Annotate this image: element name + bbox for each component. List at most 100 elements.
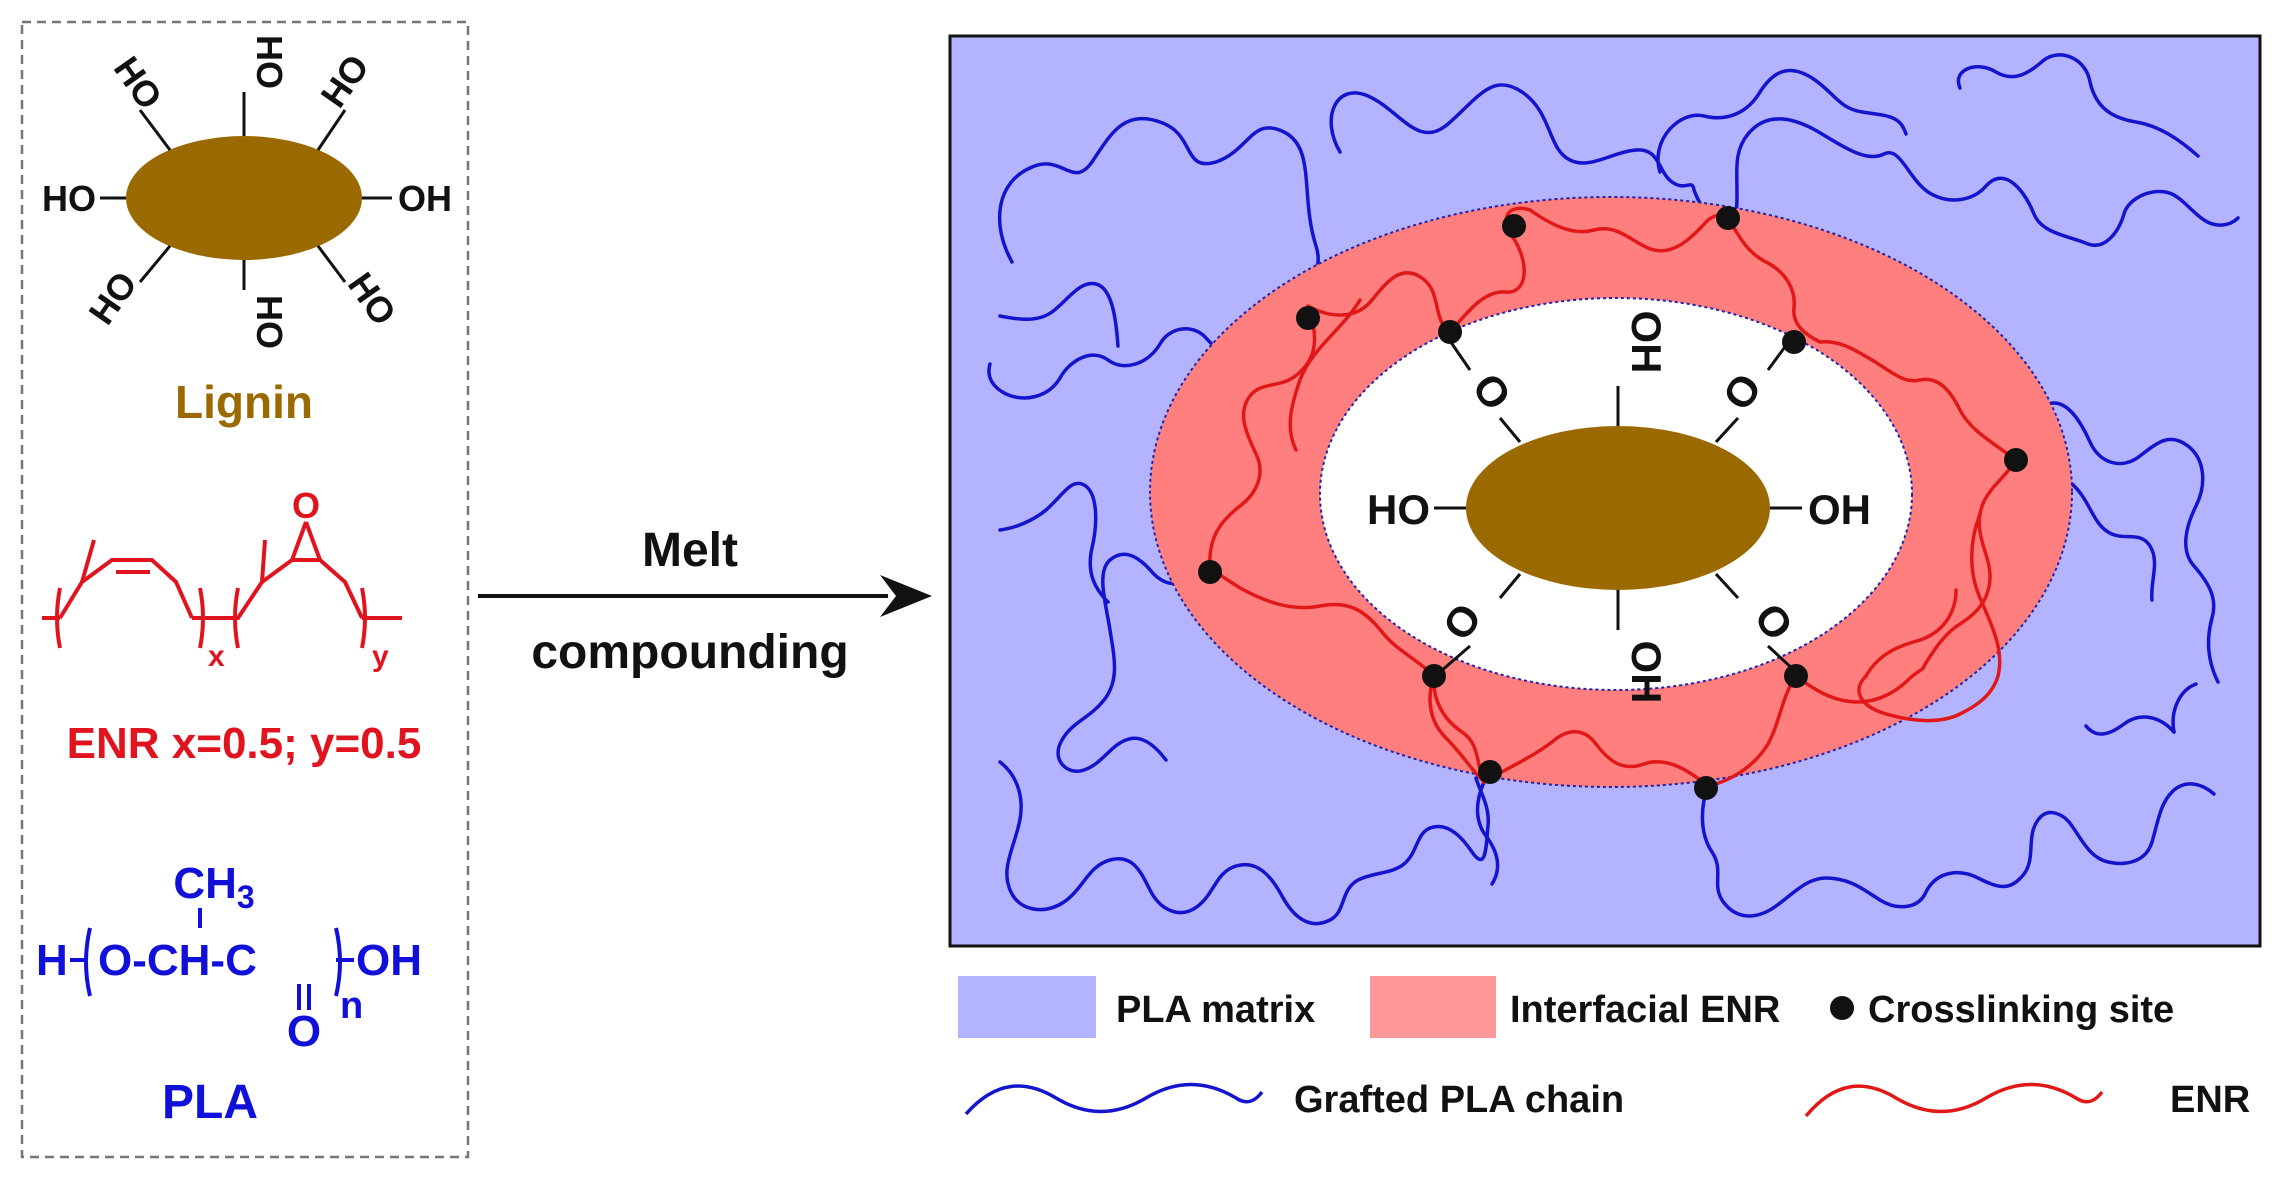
- enr-caption: ENR x=0.5; y=0.5: [67, 719, 422, 768]
- legend-label-grafted-pla-chain: Grafted PLA chain: [1294, 1079, 1624, 1121]
- crosslink-site: [1502, 214, 1526, 238]
- enr-chain-1: [1306, 271, 1452, 334]
- pla-methyl-sub: 3: [237, 879, 255, 915]
- crosslink-site: [1694, 776, 1718, 800]
- enr-chain-10: [1794, 664, 1926, 704]
- crosslink-site: [1782, 330, 1806, 354]
- enr-chain-16: [1864, 588, 1958, 678]
- composite-panel: HO OH OH OH O O O O: [948, 34, 2262, 948]
- pla-backbone: O-CH-C: [98, 936, 257, 985]
- enr-labels: O x y ENR x=0.5; y=0.5: [67, 485, 422, 768]
- bond-top-left: [138, 109, 172, 151]
- enr-chain-4: [1448, 206, 1532, 334]
- bond-bottom-left: [138, 245, 172, 283]
- pla-caption: PLA: [162, 1076, 258, 1129]
- arrow-label-melt: Melt: [642, 524, 738, 577]
- arrow-label-compounding: compounding: [531, 626, 848, 679]
- enr-chain-9: [1857, 512, 2002, 723]
- enr-chain-15: [1428, 674, 1486, 784]
- lignin-ho-bottom-left: HO: [80, 264, 145, 332]
- legend-label-pla-matrix: PLA matrix: [1116, 989, 1315, 1031]
- pla-chain-13: [2008, 401, 2220, 684]
- core-oh-right: OH: [1808, 486, 1871, 533]
- enr-chain-8: [1922, 458, 2018, 668]
- crosslinking-sites: [1198, 206, 2028, 800]
- pla-chain-4: [1734, 117, 2240, 247]
- enr-chain-3: [1288, 298, 1362, 452]
- lignin-title: Lignin: [175, 376, 313, 428]
- lignin-structure: HO OH HO HO HO HO HO HO Lignin: [42, 35, 452, 428]
- enr-chain-6: [1726, 216, 1822, 344]
- pla-chain-5: [1956, 53, 2200, 158]
- legend-label-interfacial-enr: Interfacial ENR: [1510, 989, 1780, 1031]
- enr-chains: [1208, 206, 2018, 788]
- core-lignin-ellipse: [1466, 426, 1770, 590]
- crosslink-site: [1478, 760, 1502, 784]
- legend-swatch-pla-matrix: [958, 976, 1096, 1038]
- lignin-ho-top-right: HO: [312, 47, 377, 115]
- enr-structure: [42, 521, 402, 649]
- crosslink-site: [2004, 448, 2028, 472]
- process-arrow: Melt compounding: [478, 524, 932, 679]
- bond-top-right: [316, 109, 347, 151]
- crosslink-site: [1198, 560, 1222, 584]
- crosslink-site: [1422, 664, 1446, 688]
- pla-bracket-left: [84, 927, 92, 997]
- enr-epoxide-o: O: [292, 485, 320, 526]
- enr-sub-y: y: [372, 640, 389, 673]
- pla-carbonyl-o: O: [287, 1007, 321, 1056]
- crosslink-site: [1438, 320, 1462, 344]
- crosslink-site: [1296, 306, 1320, 330]
- enr-chain-7: [1818, 339, 2018, 462]
- lignin-ho-top-left: HO: [106, 49, 171, 117]
- legend: PLA matrix Interfacial ENR Crosslinking …: [958, 976, 2250, 1121]
- core-bond-br: [1714, 572, 1740, 600]
- core-bond-bl: [1498, 573, 1522, 599]
- pla-chain-12: [1700, 782, 2216, 918]
- pla-chain-2: [1329, 83, 1726, 220]
- crosslink-site: [1784, 664, 1808, 688]
- lignin-ellipse: [126, 136, 362, 260]
- pla-sub-n: n: [340, 985, 363, 1027]
- pla-methyl: CH3: [173, 859, 254, 915]
- enr-chain-5: [1528, 208, 1730, 253]
- enr-chain-11: [1706, 674, 1798, 788]
- lignin-ho-bottom-right: HO: [340, 265, 405, 333]
- enr-chain-13: [1432, 674, 1486, 784]
- left-panel: HO OH HO HO HO HO HO HO Lignin: [20, 20, 470, 1159]
- pla-chain-7: [998, 281, 1120, 348]
- arrow-head: [880, 575, 932, 617]
- lignin-ho-bottom: HO: [249, 295, 290, 349]
- core-bond-tr: [1714, 416, 1740, 444]
- crosslink-site: [1716, 206, 1740, 230]
- pla-h: H: [36, 936, 68, 985]
- pla-oh: OH: [356, 936, 422, 985]
- core-oh-bottom: OH: [1623, 641, 1670, 704]
- legend-label-crosslinking-site: Crosslinking site: [1868, 989, 2174, 1031]
- pla-chain-11: [1475, 780, 1500, 886]
- pla-structure: CH3 H O-CH-C OH O n PLA: [36, 859, 422, 1129]
- pla-chain-9: [998, 481, 1110, 604]
- pla-chain-16: [2084, 715, 2176, 736]
- legend-swatch-enr: [1804, 1082, 2104, 1118]
- legend-swatch-grafted-pla-chain: [964, 1082, 1264, 1116]
- pla-chain-1: [997, 116, 1320, 308]
- pla-chain-8: [1056, 552, 1212, 773]
- core-bond-tl: [1498, 417, 1522, 443]
- enr-chain-12: [1482, 730, 1710, 788]
- lignin-oh-right: OH: [398, 178, 452, 219]
- core-ho-left: HO: [1367, 486, 1430, 533]
- enr-chain-14: [1208, 566, 1436, 678]
- legend-swatch-interfacial-enr: [1370, 976, 1496, 1038]
- bond-bottom-right: [316, 245, 347, 283]
- enr-sub-x: x: [208, 640, 225, 673]
- lignin-ho-left: HO: [42, 178, 96, 219]
- left-panel-border: [20, 20, 470, 1159]
- legend-swatch-crosslinking-site: [1830, 996, 1854, 1020]
- pla-chain-10: [998, 760, 1490, 926]
- ether-bond-bl: [1439, 644, 1471, 674]
- pla-chain-3: [1656, 68, 1908, 174]
- core-oh-top: OH: [1623, 311, 1670, 374]
- pla-chain-15: [2171, 682, 2198, 734]
